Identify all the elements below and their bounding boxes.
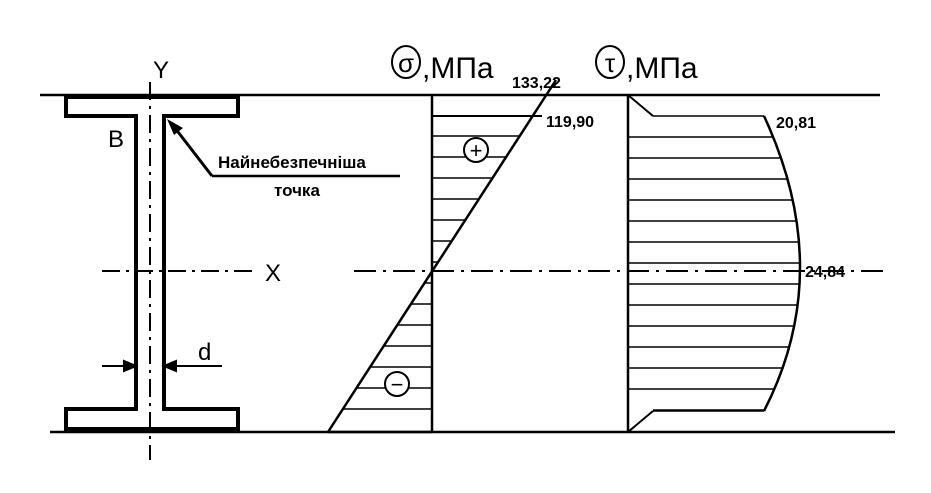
sigma-minus-circle — [384, 371, 410, 397]
sigma-value-top-outer: 133,22 — [512, 75, 561, 92]
tau-flange-bottom — [627, 410, 654, 433]
tau-flange-top — [627, 94, 654, 117]
sigma-stress-line — [326, 79, 558, 433]
callout-arrow — [167, 119, 400, 178]
tau-unit-label: ,МПа — [626, 52, 698, 85]
axis-x-label: X — [265, 260, 281, 287]
dimension-d — [102, 359, 222, 373]
sigma-minus-sign: − — [391, 372, 404, 397]
sigma-symbol-circle — [391, 45, 421, 79]
i-beam-section — [64, 95, 240, 431]
callout-text-line1: Найнебезпечніша — [218, 153, 366, 172]
tau-value-flange-junction: 20,81 — [776, 115, 816, 132]
sigma-plus-sign: + — [470, 138, 483, 163]
tau-diagram: τ ,МПа 20,81 24,84 — [595, 45, 845, 433]
sigma-plus-circle — [463, 137, 489, 163]
tau-hatching — [628, 115, 800, 412]
callout-text-line2: точка — [274, 181, 320, 200]
sigma-value-top-inner: 119,90 — [546, 114, 594, 131]
tau-symbol-circle — [595, 45, 625, 79]
axis-y-label: Y — [153, 57, 169, 84]
tau-symbol: τ — [605, 48, 616, 78]
sigma-unit-label: ,МПа — [422, 52, 494, 85]
sigma-diagram: + − σ ,МПа 133,22 119,90 — [326, 45, 594, 434]
tau-value-neutral-axis: 24,84 — [805, 264, 845, 281]
dimension-d-label: d — [198, 339, 211, 366]
tau-parabola — [762, 115, 802, 412]
point-b-label: B — [108, 126, 124, 153]
sigma-symbol: σ — [398, 48, 414, 78]
